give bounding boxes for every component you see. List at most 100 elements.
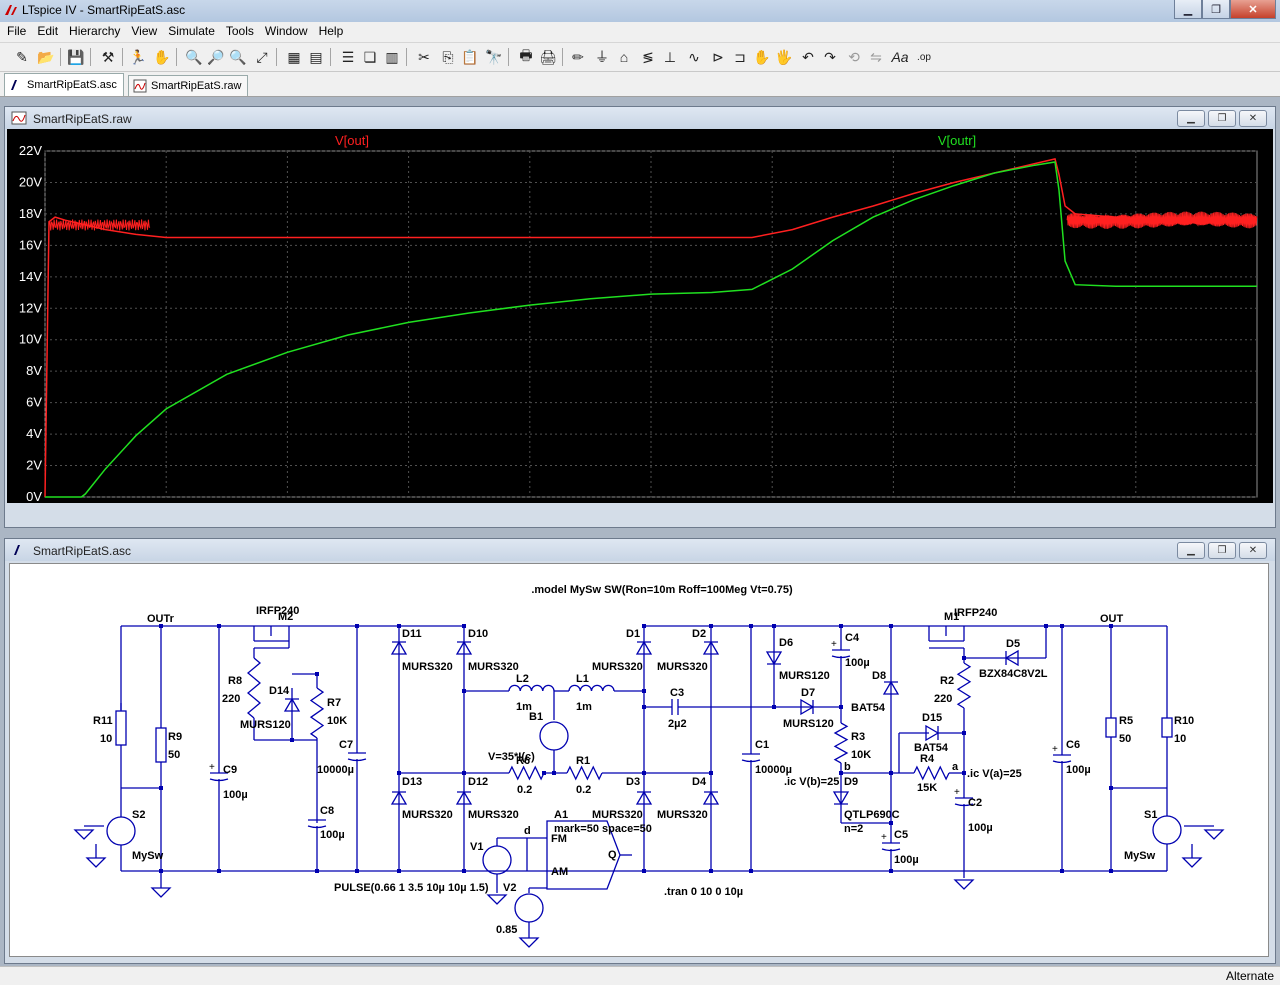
menu-file[interactable]: File xyxy=(7,24,27,38)
waveform-window-title: SmartRipEatS.raw xyxy=(33,112,132,126)
tab-waveform[interactable]: SmartRipEatS.raw xyxy=(128,75,249,96)
resistor-r3 xyxy=(833,722,849,764)
plot-pane[interactable]: 0V2V4V6V8V10V12V14V16V18V20V22V0.0s0.6s1… xyxy=(7,129,1273,518)
waveform-icon[interactable]: ▤ xyxy=(309,48,323,65)
halt-icon[interactable]: ✋ xyxy=(153,48,171,65)
waveform-close-button[interactable]: ✕ xyxy=(1239,110,1267,127)
waveform-restore-button[interactable]: ❐ xyxy=(1208,110,1236,127)
r11-ref: R11 xyxy=(93,715,113,727)
menu-view[interactable]: View xyxy=(131,24,158,38)
paste-icon[interactable]: 📋 xyxy=(461,48,479,65)
new-schematic-icon[interactable]: ✎ xyxy=(16,48,28,65)
print-icon[interactable]: 🖨 xyxy=(539,48,557,65)
label-net-icon[interactable]: ⌂ xyxy=(619,49,629,65)
modulator-a1 xyxy=(546,820,621,890)
resistor-r11 xyxy=(115,710,127,746)
title-bar: LTspice IV - SmartRipEatS.asc ▁ ❐ ✕ xyxy=(0,0,1280,23)
capacitor-icon[interactable]: ⊥ xyxy=(663,48,677,65)
ground-icon[interactable]: ⏚ xyxy=(595,49,609,65)
v2-ref: V2 xyxy=(503,882,516,894)
d11-value: MURS320 xyxy=(402,661,453,673)
schematic-canvas[interactable]: .model MySw SW(Ron=10m Roff=100Meg Vt=0.… xyxy=(9,563,1269,957)
schematic-restore-button[interactable]: ❐ xyxy=(1208,542,1236,559)
s2-ref: S2 xyxy=(132,809,145,821)
menu-tools[interactable]: Tools xyxy=(225,24,254,38)
close-button[interactable]: ✕ xyxy=(1230,0,1276,19)
source-b1 xyxy=(539,721,569,751)
ic-vb: .ic V(b)=25 xyxy=(784,776,839,788)
junction xyxy=(315,672,319,676)
inductor-icon[interactable]: ∿ xyxy=(688,48,700,65)
diode-d14 xyxy=(283,697,301,712)
maximize-button[interactable]: ❐ xyxy=(1202,0,1230,19)
zoom-fit-icon[interactable]: ⤢ xyxy=(256,48,268,65)
ground-symbol xyxy=(1181,857,1203,868)
c6-ref: C6 xyxy=(1066,739,1080,751)
resistor-r9 xyxy=(155,727,167,763)
print-setup-icon[interactable]: 🖶 xyxy=(519,47,533,63)
junction xyxy=(552,771,556,775)
drag-icon[interactable]: 🖐 xyxy=(775,48,793,65)
tile-horizontal-icon[interactable]: ☰ xyxy=(341,48,355,65)
redo-icon[interactable]: ↷ xyxy=(824,48,836,65)
diode-icon[interactable]: ⊳ xyxy=(712,48,724,65)
c8-value: 100µ xyxy=(320,829,345,841)
autorange-icon[interactable]: ▦ xyxy=(287,48,301,65)
save-icon[interactable]: 💾 xyxy=(67,48,85,65)
minimize-button[interactable]: ▁ xyxy=(1174,0,1202,19)
junction xyxy=(962,731,966,735)
c2-value: 100µ xyxy=(968,822,993,834)
copy-icon[interactable]: ⎘ xyxy=(442,48,454,65)
r9-value: 50 xyxy=(168,749,180,761)
junction xyxy=(159,869,163,873)
mirror-icon[interactable]: ⇋ xyxy=(870,48,882,65)
zoom-in-icon[interactable]: 🔍 xyxy=(185,48,203,65)
zoom-out-icon[interactable]: 🔍 xyxy=(229,48,247,65)
a1-ref: A1 xyxy=(554,809,568,821)
r5-ref: R5 xyxy=(1119,715,1133,727)
spice-directive-icon[interactable]: .op xyxy=(917,51,931,63)
move-icon[interactable]: ✋ xyxy=(753,48,771,65)
cut-icon[interactable]: ✂ xyxy=(418,48,430,65)
waveform-minimize-button[interactable]: ▁ xyxy=(1177,110,1205,127)
junction xyxy=(889,624,893,628)
schematic-close-button[interactable]: ✕ xyxy=(1239,542,1267,559)
schematic-window: SmartRipEatS.asc ▁ ❐ ✕ .model MySw SW(Ro… xyxy=(4,538,1276,964)
c5-ref: C5 xyxy=(894,829,908,841)
y-tick-label: 4V xyxy=(26,426,42,441)
menu-edit[interactable]: Edit xyxy=(37,24,59,38)
tab-waveform-label: SmartRipEatS.raw xyxy=(151,80,242,92)
menu-simulate[interactable]: Simulate xyxy=(168,24,215,38)
control-panel-icon[interactable]: ⚒ xyxy=(101,48,115,65)
net-label-outr: OUTr xyxy=(147,613,175,625)
m1-value: IRFP240 xyxy=(954,607,997,619)
component-icon[interactable]: ⊐ xyxy=(734,48,746,65)
polarity-mark: + xyxy=(881,832,887,843)
pan-icon[interactable]: 🔎 xyxy=(207,48,225,65)
waveform-chart[interactable]: 0V2V4V6V8V10V12V14V16V18V20V22V0.0s0.6s1… xyxy=(7,129,1273,518)
wire-icon[interactable]: ✏ xyxy=(572,48,584,65)
y-tick-label: 12V xyxy=(19,300,42,315)
menu-hierarchy[interactable]: Hierarchy xyxy=(69,24,121,38)
schematic-minimize-button[interactable]: ▁ xyxy=(1177,542,1205,559)
d13-ref: D13 xyxy=(402,776,422,788)
text-icon[interactable]: Aa xyxy=(891,49,909,65)
menu-help[interactable]: Help xyxy=(318,24,344,38)
tile-vertical-icon[interactable]: ▥ xyxy=(385,48,399,65)
tab-schematic[interactable]: SmartRipEatS.asc xyxy=(4,73,124,96)
open-icon[interactable]: 📂 xyxy=(37,48,55,65)
d6-value: MURS120 xyxy=(779,670,830,682)
resistor-icon[interactable]: ≶ xyxy=(642,48,654,65)
rotate-icon[interactable]: ⟲ xyxy=(848,48,860,65)
menu-window[interactable]: Window xyxy=(264,24,308,38)
y-tick-label: 6V xyxy=(26,395,42,410)
junction xyxy=(772,624,776,628)
schematic-drawing[interactable]: .model MySw SW(Ron=10m Roff=100Meg Vt=0.… xyxy=(10,564,1268,956)
undo-icon[interactable]: ↶ xyxy=(802,48,814,65)
find-icon[interactable]: 🔭 xyxy=(485,48,503,65)
d4-value: MURS320 xyxy=(657,809,708,821)
run-icon[interactable]: 🏃 xyxy=(129,48,147,65)
cascade-icon[interactable]: ❏ xyxy=(363,48,377,65)
tab-schematic-label: SmartRipEatS.asc xyxy=(27,79,117,91)
b1-ref: B1 xyxy=(529,711,543,723)
